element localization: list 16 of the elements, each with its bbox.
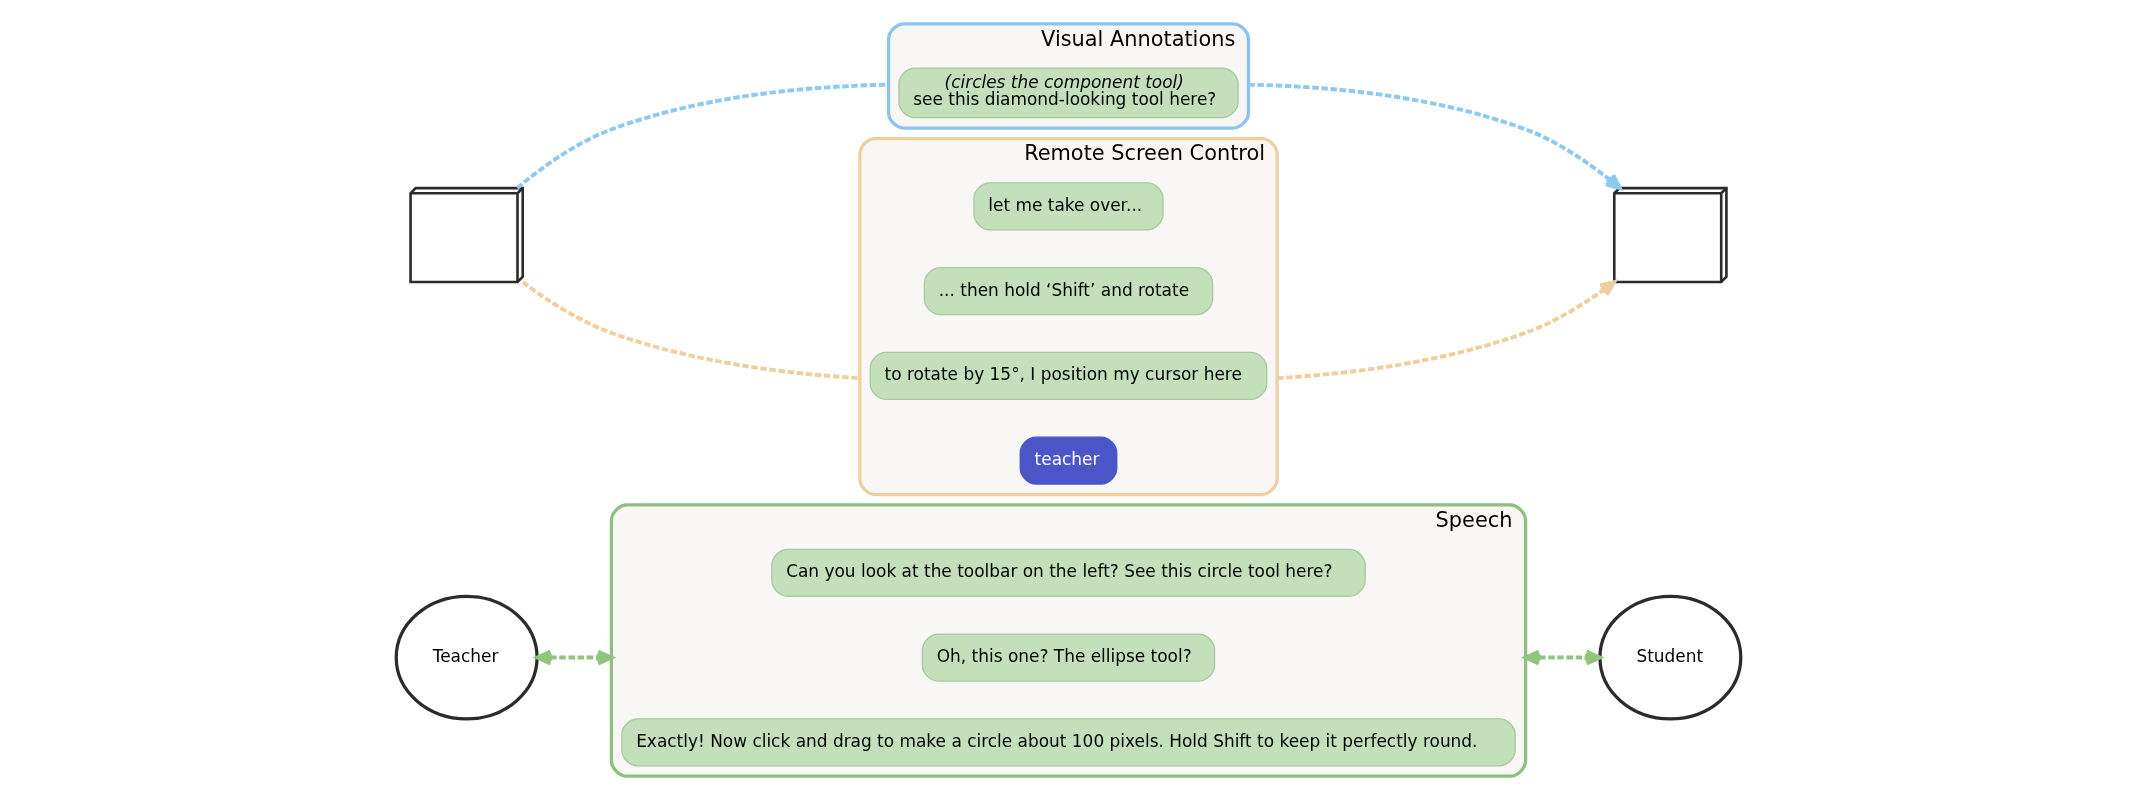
node-ellipse: Student: [1598, 594, 1743, 721]
node-box: Oh, this one? The ellipse tool?: [921, 633, 1216, 682]
node-box: let me take over...: [973, 182, 1164, 231]
node-box: (circles the component tool) see this diamond-looking tool here?: [898, 67, 1239, 119]
connector: [521, 280, 860, 381]
node-box: Exactly! Now click and drag to make a circle about 100 pixels. Hold Shift to keep it perfectly round.: [621, 718, 1516, 767]
node-box: Can you look at the toolbar on the left? See this circle tool here?: [771, 548, 1366, 597]
connector: [516, 82, 889, 190]
node-box: to rotate by 15°, I position my cursor here: [869, 351, 1268, 400]
arrow: [535, 649, 614, 666]
node-box: ... then hold ‘Shift’ and rotate: [923, 267, 1214, 316]
arrow: [1523, 649, 1602, 666]
node-box: teacher: [1019, 436, 1118, 485]
arrow: [1248, 82, 1622, 190]
node-ellipse: Teacher: [394, 594, 539, 721]
arrow: [1277, 280, 1617, 381]
